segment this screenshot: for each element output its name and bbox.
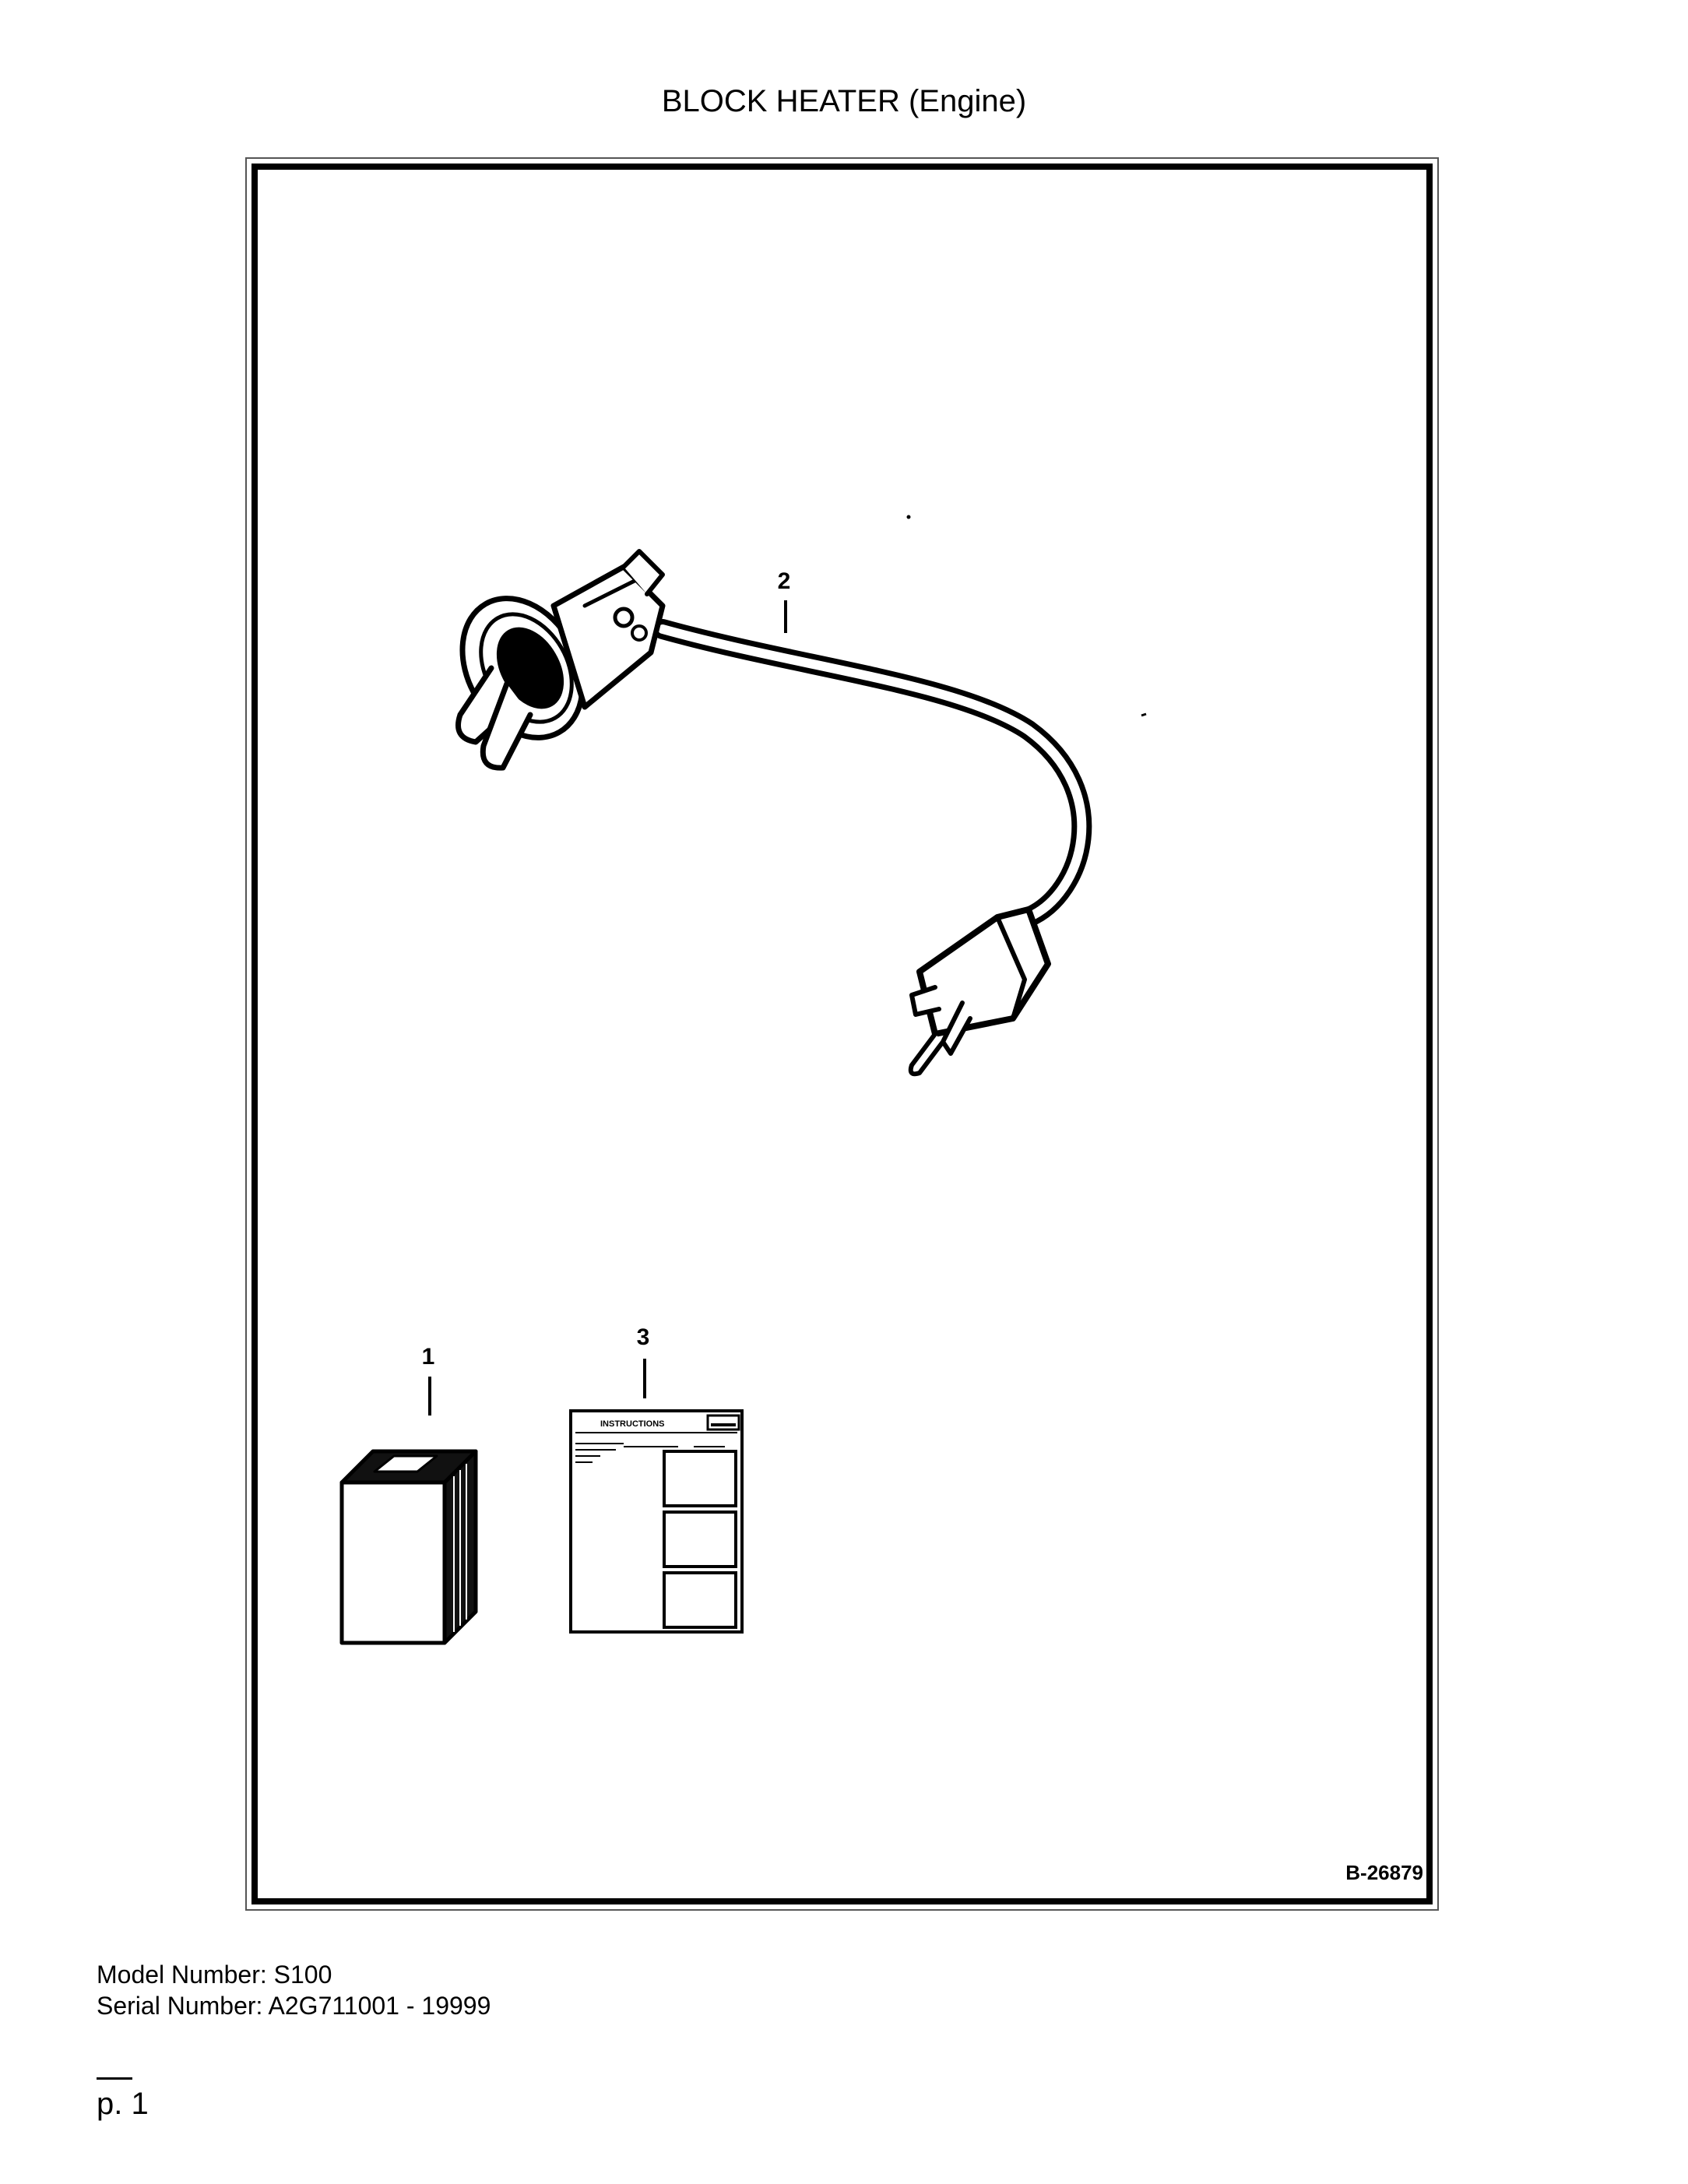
model-number: Model Number: S100	[97, 1961, 332, 1989]
instruction-sheet	[569, 1409, 744, 1634]
serial-number: Serial Number: A2G711001 - 19999	[97, 1992, 491, 2020]
package-box	[339, 1449, 478, 1645]
figure-frame-outer	[245, 157, 1439, 1911]
model-info: Model Number: S100 Serial Number: A2G711…	[97, 1959, 491, 2021]
page-number-rule	[97, 2077, 132, 2080]
heater-housing	[455, 549, 666, 771]
heater-plug	[908, 906, 1051, 1077]
instruction-sheet-heading: INSTRUCTIONS	[600, 1419, 665, 1429]
callout-3: 3	[637, 1324, 650, 1350]
page-title: BLOCK HEATER (Engine)	[661, 84, 1027, 118]
figure-reference: B-26879	[1345, 1861, 1423, 1884]
parts-illustration: 2 1 INSTRUCTIONS 3	[339, 515, 1147, 1645]
figure-frame	[251, 164, 1433, 1904]
block-heater-element	[455, 549, 1092, 1077]
callout-1: 1	[422, 1344, 435, 1370]
page-number: p. 1	[97, 2087, 149, 2121]
callout-2: 2	[778, 568, 791, 594]
